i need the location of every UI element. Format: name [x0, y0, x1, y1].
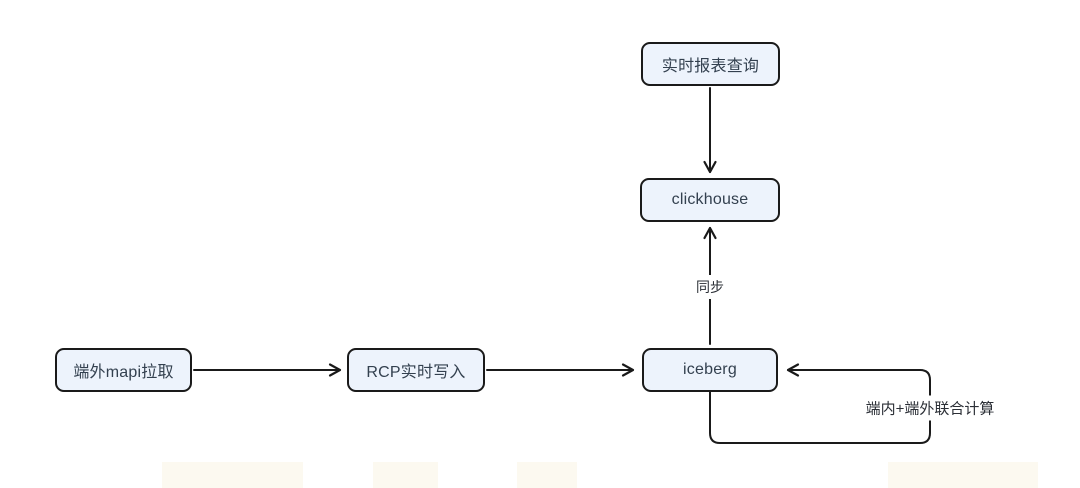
node-mapi-pull: 端外mapi拉取 [55, 348, 192, 392]
node-realtime-report-query: 实时报表查询 [641, 42, 780, 86]
edge-label-sync: 同步 [691, 275, 729, 299]
edge-iceberg-self-loop [709, 363, 931, 444]
edge-label-joint-compute: 端内+端外联合计算 [860, 395, 1000, 421]
node-clickhouse: clickhouse [640, 178, 780, 222]
highlight-artifact [373, 462, 438, 488]
node-rcp-write: RCP实时写入 [347, 348, 485, 392]
node-iceberg: iceberg [642, 348, 778, 392]
highlight-artifact [888, 462, 1038, 488]
highlight-artifact [162, 462, 303, 488]
highlight-artifact [517, 462, 577, 488]
